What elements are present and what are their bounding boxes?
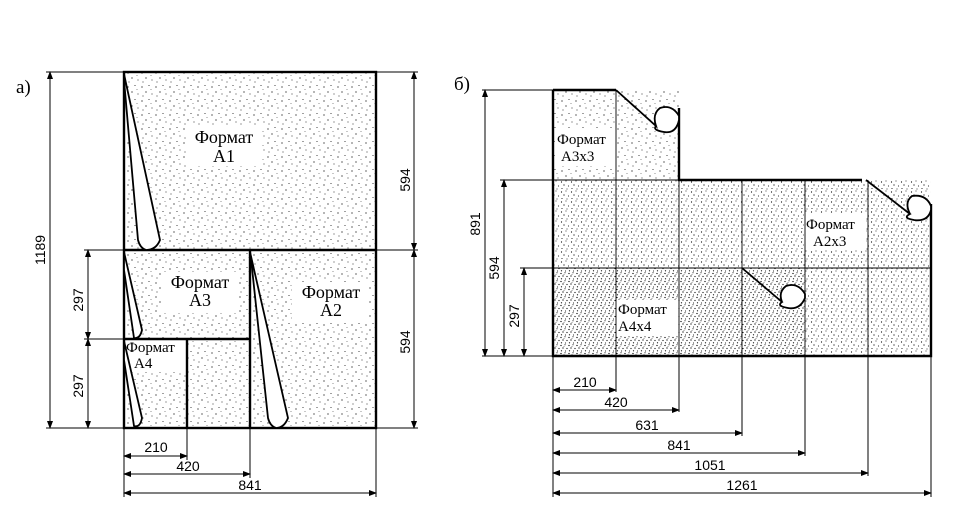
curl-a1: [123, 73, 161, 251]
a1-code: А1: [213, 146, 235, 166]
curl-a4x4: [741, 267, 806, 310]
panel-b-label: б): [454, 74, 470, 95]
curl-a3x3: [615, 89, 680, 134]
dim-a-594-top-text: 594: [397, 168, 413, 192]
dim-b-297-text: 297: [506, 304, 522, 328]
dim-a-210-text: 210: [144, 439, 168, 455]
a3-code: А3: [189, 290, 211, 310]
a4x4-word: Формат: [618, 302, 667, 318]
dim-a-297-bottom-text: 297: [70, 374, 86, 398]
a2x3-code: А2х3: [813, 234, 846, 250]
curl-a2x3: [865, 179, 932, 222]
a2x3-word: Формат: [806, 217, 855, 233]
curl-a4: [123, 340, 143, 428]
a4-code: А4: [134, 356, 153, 372]
dim-b-210-text: 210: [573, 374, 597, 390]
a4-word: Формат: [126, 340, 175, 356]
panel-b: б) Формат А3х3 Формат А2х3 Формат А4х4: [454, 74, 933, 497]
dim-b-1051-text: 1051: [694, 457, 725, 473]
dim-b-841-text: 841: [667, 437, 691, 453]
dim-a-1189-text: 1189: [32, 235, 48, 265]
dim-b-1261-text: 1261: [726, 477, 757, 493]
sheet-a4-rest: [187, 339, 250, 428]
dim-b-594-text: 594: [486, 256, 502, 280]
a3x3-word: Формат: [557, 132, 606, 148]
a2-word: Формат: [302, 282, 361, 302]
panel-a-label: а): [16, 77, 31, 98]
dim-a-841-text: 841: [238, 477, 262, 493]
a3x3-code: А3х3: [561, 149, 594, 165]
curl-a2: [249, 251, 289, 429]
a3-word: Формат: [171, 272, 230, 292]
a2-code: А2: [320, 300, 342, 320]
a1-word: Формат: [195, 127, 254, 147]
dim-b-420-text: 420: [604, 394, 628, 410]
curl-a3: [123, 251, 143, 339]
a4x4-code: А4х4: [618, 319, 652, 335]
dim-b-891-text: 891: [467, 212, 483, 236]
dim-b-631-text: 631: [635, 417, 659, 433]
dim-a-297-top-text: 297: [70, 288, 86, 312]
panel-a: а) Формат А1 Формат А3 Формат А2 Формат …: [16, 70, 418, 497]
dim-a-420-text: 420: [176, 458, 200, 474]
dim-a-594-bottom-text: 594: [397, 330, 413, 354]
